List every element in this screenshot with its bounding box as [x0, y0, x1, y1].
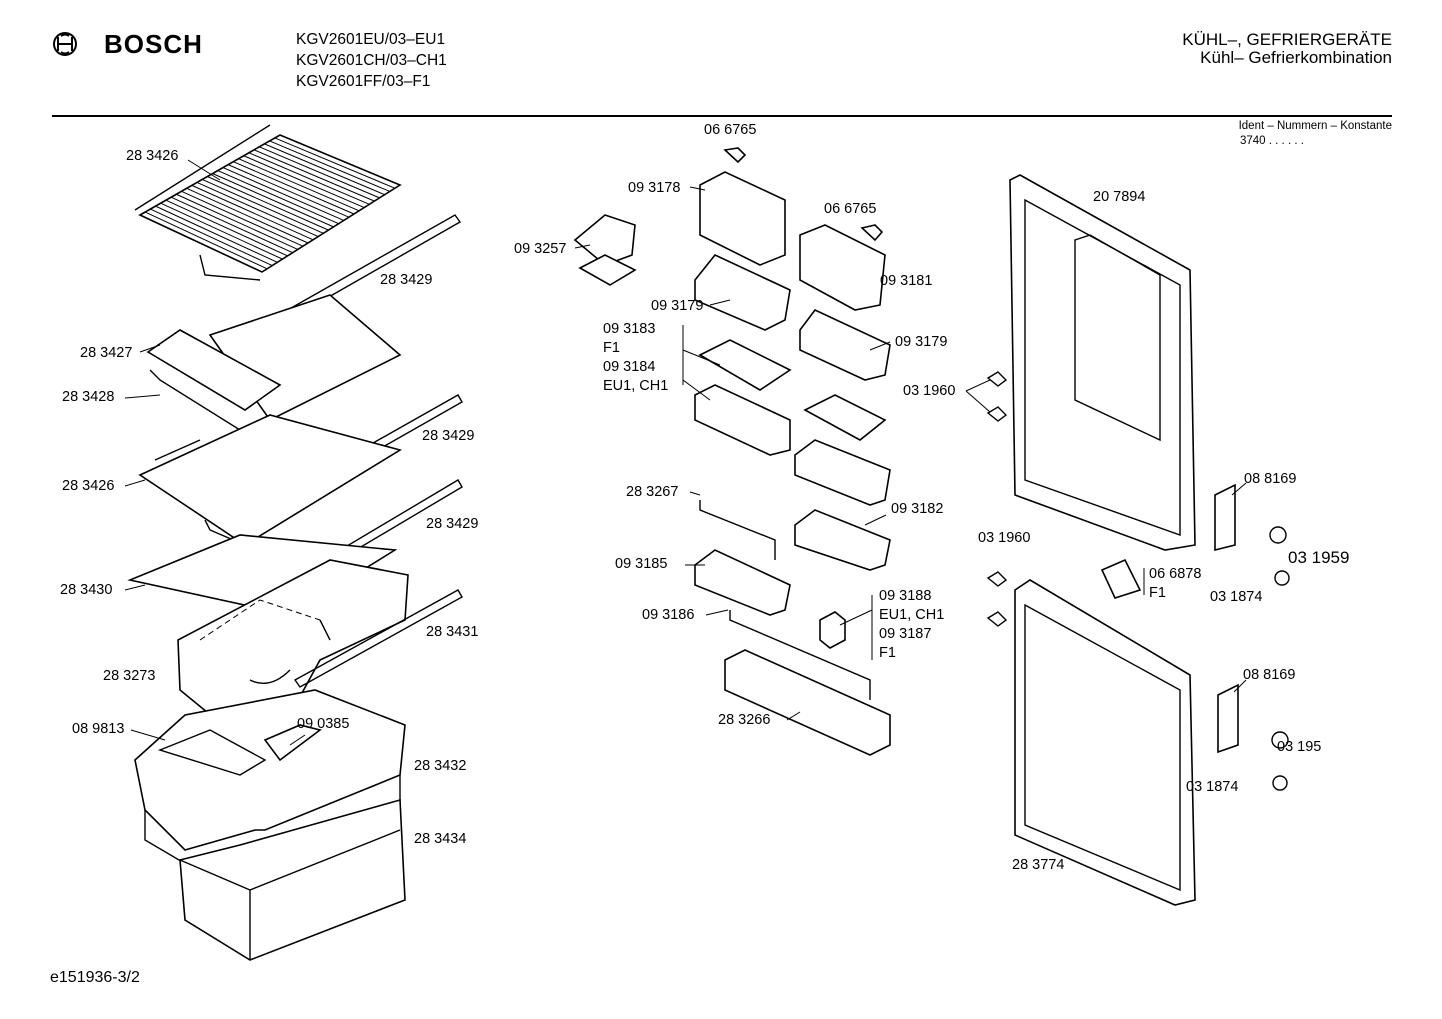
model-2: KGV2601CH/03–CH1 [296, 52, 447, 69]
ice-tray-089813 [157, 729, 267, 776]
ident-label: Ident – Nummern – Konstante [1238, 120, 1392, 132]
part-label: 03 1874 [1186, 779, 1239, 795]
part-label: 28 3273 [103, 668, 156, 684]
part-label: 09 3184 [603, 359, 656, 375]
part-label: F1 [879, 645, 896, 661]
tray-093182-b [794, 509, 891, 571]
part-label: 28 3432 [414, 758, 467, 774]
door-207894 [1009, 174, 1196, 551]
tray-093179-a [694, 254, 791, 331]
shelf-283426-top [134, 124, 402, 281]
part-label: 06 6765 [824, 201, 877, 217]
part-label: 09 3183 [603, 321, 656, 337]
category-title: KÜHL–, GEFRIERGERÄTE [1182, 30, 1392, 49]
clip-093188 [819, 611, 846, 649]
screw-066765-a [723, 147, 747, 164]
glass-283430 [127, 534, 398, 616]
shelf-283426-mid [146, 294, 402, 441]
part-label: F1 [1149, 585, 1166, 601]
hinge-088169-b [1217, 683, 1239, 754]
part-label: 28 3426 [126, 148, 179, 164]
part-label: 28 3428 [62, 389, 115, 405]
glass-283427 [146, 329, 282, 411]
strip-283431 [293, 589, 463, 688]
part-label: 09 3181 [880, 273, 933, 289]
tray-093185 [694, 549, 791, 616]
egg-tray-093183 [698, 339, 792, 391]
ident-value: 3740 . . . . . . [1240, 135, 1304, 147]
part-label: 28 3429 [422, 428, 475, 444]
plate-066878 [1100, 558, 1142, 599]
hinge-088169-a [1214, 483, 1236, 552]
butter-lid-093178 [699, 171, 786, 266]
part-label: 28 3267 [626, 484, 679, 500]
part-label: EU1, CH1 [879, 607, 945, 623]
washer-031959 [1269, 526, 1290, 586]
part-label: 28 3426 [62, 478, 115, 494]
part-label: 28 3434 [414, 831, 467, 847]
part-label: 28 3429 [426, 516, 479, 532]
rail-093186 [729, 610, 871, 700]
brand-name: BOSCH [104, 29, 203, 59]
washer-03195 [1271, 731, 1289, 791]
screw-066765-b [860, 224, 884, 242]
scoop-090385 [263, 724, 322, 762]
shelf-283426-low [138, 414, 403, 546]
tray-093184 [694, 384, 791, 456]
freezer-drawer-283434 [179, 798, 406, 961]
part-label: 08 8169 [1243, 667, 1296, 683]
part-label: 09 3185 [615, 556, 668, 572]
door-283774 [1014, 579, 1196, 906]
part-label: 28 3266 [718, 712, 771, 728]
part-label: 20 7894 [1093, 189, 1146, 205]
subcategory-title: Kühl– Gefrierkombination [1200, 48, 1392, 67]
part-label: 03 1960 [903, 383, 956, 399]
crisper-283273 [177, 559, 409, 736]
part-label: 28 3429 [380, 272, 433, 288]
part-label: 03 1960 [978, 530, 1031, 546]
model-3: KGV2601FF/03–F1 [296, 73, 431, 90]
part-label: 03 1874 [1210, 589, 1263, 605]
bottle-shelf-283266 [724, 649, 891, 756]
part-label: 28 3431 [426, 624, 479, 640]
model-1: KGV2601EU/03–EU1 [296, 31, 446, 48]
part-label: 03 1959 [1288, 548, 1350, 567]
part-label: 09 0385 [297, 716, 350, 732]
part-label: 06 6878 [1149, 566, 1202, 582]
part-label: 28 3427 [80, 345, 133, 361]
tray-093179-b [799, 309, 891, 381]
part-label: 09 3178 [628, 180, 681, 196]
screw-031960-a [986, 371, 1008, 422]
part-label: 28 3774 [1012, 857, 1065, 873]
part-label: 09 3187 [879, 626, 932, 642]
part-label: EU1, CH1 [603, 378, 669, 394]
part-label: 09 3182 [891, 501, 944, 517]
part-label: 09 3179 [895, 334, 948, 350]
part-label: 08 9813 [72, 721, 125, 737]
part-label: 28 3430 [60, 582, 113, 598]
tray-093182-a [794, 439, 891, 506]
screw-031960-b [986, 571, 1008, 627]
part-label: 06 6765 [704, 122, 757, 138]
rail-283267 [699, 500, 776, 560]
part-label: F1 [603, 340, 620, 356]
part-label: 09 3257 [514, 241, 567, 257]
part-label: 08 8169 [1244, 471, 1297, 487]
lid-093181 [799, 224, 886, 311]
part-label: 09 3188 [879, 588, 932, 604]
part-label: 09 3179 [651, 298, 704, 314]
part-label: 09 3186 [642, 607, 695, 623]
document-id: e151936-3/2 [50, 969, 140, 986]
part-label: 03 195 [1277, 739, 1322, 755]
